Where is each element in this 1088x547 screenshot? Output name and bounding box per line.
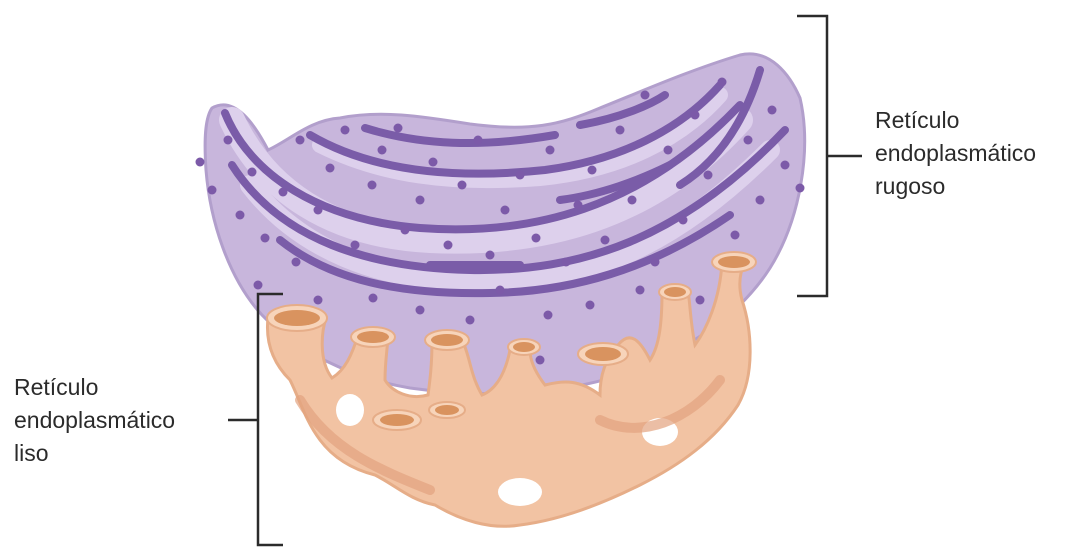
ribosome-dot xyxy=(466,316,475,325)
ribosome-dot xyxy=(756,196,765,205)
ribosome-dot xyxy=(369,294,378,303)
ribosome-dot xyxy=(416,196,425,205)
ribosome-dot xyxy=(208,186,217,195)
ribosome-dot xyxy=(532,234,541,243)
smooth-er-label: Retículo endoplasmático liso xyxy=(14,371,175,470)
ribosome-dot xyxy=(501,206,510,215)
ribosome-dot xyxy=(679,216,688,225)
ribosome-dot xyxy=(368,181,377,190)
ribosome-dot xyxy=(536,356,545,365)
ribosome-dot xyxy=(196,158,205,167)
ribosome-dot xyxy=(326,164,335,173)
ribosome-dot xyxy=(254,281,263,290)
tubule-opening-inner xyxy=(718,256,750,268)
ribosome-dot xyxy=(401,226,410,235)
rough-er-label-line: endoplasmático xyxy=(875,137,1036,170)
ribosome-dot xyxy=(601,236,610,245)
ribosome-dot xyxy=(574,201,583,210)
ribosome-dot xyxy=(628,196,637,205)
ribosome-dot xyxy=(516,171,525,180)
tubule-opening-inner xyxy=(274,310,320,326)
ribosome-dot xyxy=(296,136,305,145)
ribosome-dot xyxy=(394,124,403,133)
rough-er-label-line: Retículo xyxy=(875,104,1036,137)
smooth-er-label-line: liso xyxy=(14,437,175,470)
ribosome-dot xyxy=(562,258,571,267)
ribosome-dot xyxy=(691,111,700,120)
ribosome-dot xyxy=(261,234,270,243)
tubule-opening-inner xyxy=(513,342,535,352)
rough-er-label-line: rugoso xyxy=(875,170,1036,203)
ribosome-dot xyxy=(616,126,625,135)
ribosome-dot xyxy=(486,251,495,260)
ribosome-dot xyxy=(248,168,257,177)
ribosome-dot xyxy=(444,241,453,250)
ribosome-dot xyxy=(224,136,233,145)
ribosome-dot xyxy=(351,241,360,250)
ribosome-dot xyxy=(651,258,660,267)
tubule-opening-inner xyxy=(357,331,389,343)
tubule-opening-inner xyxy=(431,334,463,346)
ribosome-dot xyxy=(341,126,350,135)
ribosome-dot xyxy=(768,106,777,115)
ribosome-dot xyxy=(458,181,467,190)
tubule-opening-inner xyxy=(435,405,459,415)
ribosome-dot xyxy=(781,161,790,170)
rough-er-label: Retículo endoplasmático rugoso xyxy=(875,104,1036,203)
ribosome-dot xyxy=(236,211,245,220)
ribosome-dot xyxy=(429,158,438,167)
ribosome-dot xyxy=(544,311,553,320)
ribosome-dot xyxy=(731,231,740,240)
ribosome-dot xyxy=(416,306,425,315)
ribosome-dot xyxy=(378,146,387,155)
tubule-opening-inner xyxy=(585,347,621,361)
ribosome-dot xyxy=(696,296,705,305)
ribosome-dot xyxy=(664,146,673,155)
ribosome-dot xyxy=(636,286,645,295)
ribosome-dot xyxy=(496,286,505,295)
ribosome-dot xyxy=(546,146,555,155)
ribosome-dot xyxy=(704,171,713,180)
ribosome-dot xyxy=(279,188,288,197)
ribosome-dot xyxy=(641,91,650,100)
ribosome-dot xyxy=(474,136,483,145)
ribosome-dot xyxy=(314,296,323,305)
ribosome-dot xyxy=(744,136,753,145)
ribosome-dot xyxy=(718,78,727,87)
network-hole xyxy=(498,478,542,506)
ribosome-dot xyxy=(586,301,595,310)
ribosome-dot xyxy=(292,258,301,267)
ribosome-dot xyxy=(796,184,805,193)
network-hole xyxy=(336,394,364,426)
ribosome-dot xyxy=(314,206,323,215)
tubule-opening-inner xyxy=(380,414,414,426)
smooth-er-label-line: Retículo xyxy=(14,371,175,404)
smooth-er-label-line: endoplasmático xyxy=(14,404,175,437)
tubule-opening-inner xyxy=(664,287,686,297)
ribosome-dot xyxy=(588,166,597,175)
